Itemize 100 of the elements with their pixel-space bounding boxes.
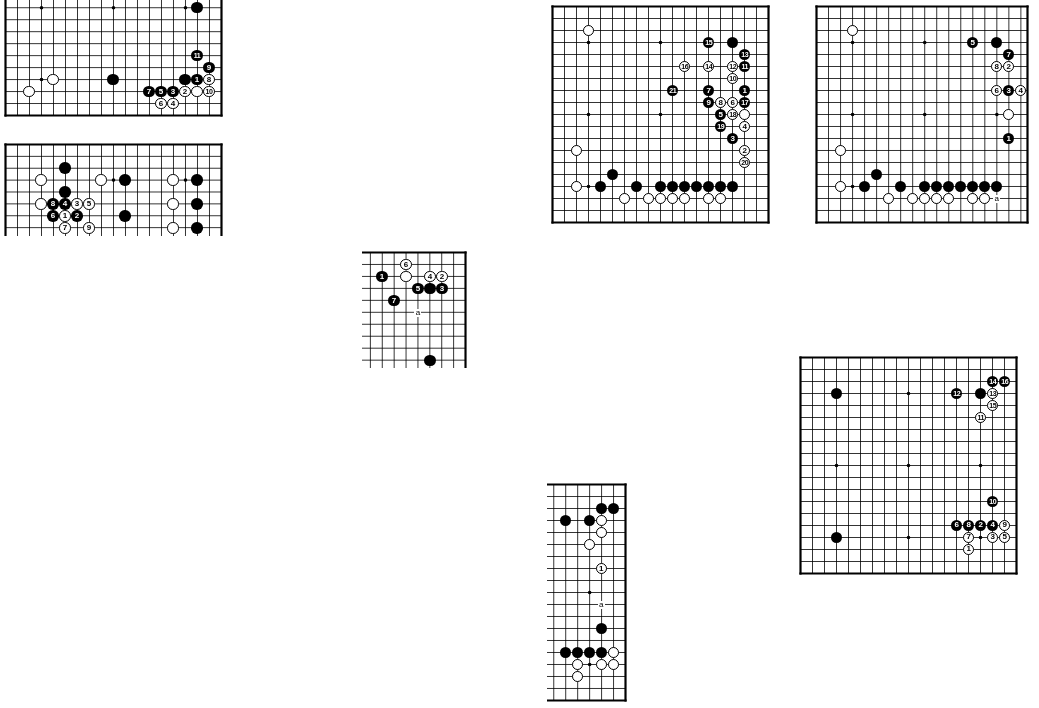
go-stone: [107, 74, 119, 86]
numbered-go-stone: 7: [963, 531, 975, 543]
go-stone: [595, 503, 607, 515]
go-stone: [655, 181, 667, 193]
numbered-go-stone: 1: [376, 271, 388, 283]
go-stone: [831, 531, 843, 543]
go-stone: [571, 659, 583, 671]
numbered-go-stone: 5: [967, 37, 979, 49]
go-stone: [59, 162, 71, 174]
go-stone: [571, 647, 583, 659]
go-stone: [119, 210, 131, 222]
go-stone: [571, 181, 583, 193]
go-stone: [679, 193, 691, 205]
go-stone: [179, 74, 191, 86]
numbered-go-stone: 8: [715, 97, 727, 109]
numbered-go-stone: 1: [595, 563, 607, 575]
go-board: [3, 142, 223, 237]
numbered-go-stone: 6: [727, 97, 739, 109]
go-stone: [739, 109, 751, 121]
numbered-go-stone: 1: [739, 85, 751, 97]
numbered-go-stone: 3: [436, 283, 448, 295]
numbered-go-stone: 7: [143, 86, 155, 98]
go-stone: [571, 671, 583, 683]
numbered-go-stone: 4: [1015, 85, 1027, 97]
numbered-go-stone: 5: [412, 283, 424, 295]
go-stone: [975, 387, 987, 399]
numbered-go-stone: 8: [203, 74, 215, 86]
go-stone: [95, 174, 107, 186]
go-stone: [631, 181, 643, 193]
go-stone: [23, 86, 35, 98]
go-stone: [607, 503, 619, 515]
go-stone: [967, 193, 979, 205]
go-stone: [907, 193, 919, 205]
numbered-go-stone: 2: [436, 271, 448, 283]
go-stone: [919, 181, 931, 193]
go-stone: [424, 355, 436, 367]
go-stone: [191, 86, 203, 98]
numbered-go-stone: 1: [963, 543, 975, 555]
go-stone: [895, 181, 907, 193]
go-stone: [703, 193, 715, 205]
numbered-go-stone: 6: [47, 210, 59, 222]
numbered-go-stone: 6: [951, 519, 963, 531]
numbered-go-stone: 3: [727, 133, 739, 145]
go-stone: [607, 659, 619, 671]
numbered-go-stone: 8: [991, 61, 1003, 73]
go-stone: [595, 659, 607, 671]
go-stone: [595, 515, 607, 527]
go-stone: [715, 193, 727, 205]
go-stone: [691, 181, 703, 193]
numbered-go-stone: 7: [1003, 49, 1015, 61]
numbered-go-stone: 8: [963, 519, 975, 531]
go-stone: [583, 515, 595, 527]
numbered-go-stone: 2: [71, 210, 83, 222]
go-stone: [931, 193, 943, 205]
go-board: [3, 0, 223, 118]
go-stone: [991, 37, 1003, 49]
go-stone: [191, 174, 203, 186]
go-stone: [424, 283, 436, 295]
point-label: a: [414, 308, 422, 317]
go-stone: [167, 222, 179, 234]
numbered-go-stone: 8: [47, 198, 59, 210]
go-stone: [583, 539, 595, 551]
go-stone: [119, 174, 131, 186]
numbered-go-stone: 1: [191, 74, 203, 86]
numbered-go-stone: 2: [179, 86, 191, 98]
go-stone: [715, 181, 727, 193]
numbered-go-stone: 5: [999, 531, 1011, 543]
go-stone: [847, 25, 859, 37]
go-stone: [727, 37, 739, 49]
go-stone: [607, 169, 619, 181]
numbered-go-stone: 6: [400, 259, 412, 271]
go-stone: [595, 527, 607, 539]
go-stone: [967, 181, 979, 193]
go-stone: [835, 145, 847, 157]
go-stone: [955, 181, 967, 193]
go-board: [799, 355, 1019, 575]
go-stone: [991, 181, 1003, 193]
go-stone: [943, 193, 955, 205]
go-stone: [655, 193, 667, 205]
go-stone: [979, 181, 991, 193]
go-stone: [931, 181, 943, 193]
go-stone: [859, 181, 871, 193]
go-stone: [667, 193, 679, 205]
numbered-go-stone: 5: [155, 86, 167, 98]
go-stone: [943, 181, 955, 193]
go-stone: [571, 145, 583, 157]
go-stone: [1003, 109, 1015, 121]
go-board: [546, 483, 627, 703]
go-stone: [979, 193, 991, 205]
go-stone: [35, 174, 47, 186]
go-stone: [679, 181, 691, 193]
go-stone: [167, 198, 179, 210]
numbered-go-stone: 9: [999, 519, 1011, 531]
point-label: a: [597, 600, 605, 609]
numbered-go-stone: 5: [715, 109, 727, 121]
numbered-go-stone: 4: [424, 271, 436, 283]
go-stone: [400, 271, 412, 283]
go-board: [815, 5, 1029, 225]
go-stone: [835, 181, 847, 193]
numbered-go-stone: 2: [739, 145, 751, 157]
